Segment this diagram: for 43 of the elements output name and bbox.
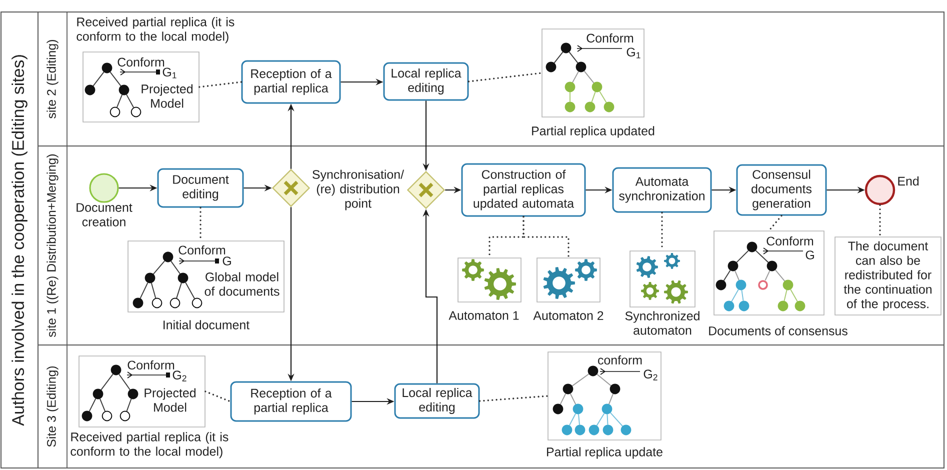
dotted-line: [468, 72, 542, 82]
node-label: Partial replica update: [547, 447, 662, 459]
task-box: Reception of a partial replica: [230, 381, 352, 422]
model-caption: Projected Model: [144, 388, 196, 412]
node-label: Automaton 2: [533, 311, 604, 320]
node-label: Partial replica updated: [532, 126, 654, 138]
conform-label: Conform: [586, 33, 634, 43]
gateway-label: Synchronisation/ (re) distribution point: [312, 170, 404, 210]
node-label: Received partial replica (it is conform to the local model): [70, 432, 228, 458]
model-caption: Projected Model: [142, 84, 192, 108]
model-label: G: [222, 256, 231, 266]
task-box: Construction of partial replicas updated automata: [461, 163, 586, 217]
task-box: Document editing: [157, 168, 244, 208]
conform-label: Conform: [128, 360, 174, 370]
task-box: Automata synchronization: [612, 167, 712, 213]
node-label: Automaton 1: [448, 311, 519, 320]
node-label: Initial document: [164, 320, 250, 330]
node-label: Synchronized automaton: [625, 311, 700, 335]
node-label: Documents of consensus: [709, 326, 848, 336]
model-label: G$_{1}$: [162, 68, 176, 78]
dotted-line: [478, 395, 548, 402]
model-label: G$_{1}$: [626, 48, 640, 58]
model-label: G$_{2}$: [644, 370, 658, 380]
task-box: Local replica editing: [383, 62, 469, 101]
dotted-line: [204, 390, 232, 402]
task-box: Reception of a partial replica: [241, 60, 341, 104]
conform-label: Conform: [766, 236, 814, 246]
conform-label: conform: [598, 355, 642, 365]
dotted-line: [879, 204, 881, 238]
model-caption: Global model of documents: [204, 272, 280, 296]
dotted-line: [768, 214, 782, 232]
annotation-box: The document can also be redistributed for the continuation of the process.: [834, 236, 942, 316]
model-label: G$_{2}$: [172, 370, 186, 382]
node-label: Received partial replica (it is conform to the local model): [76, 17, 234, 44]
conform-label: Conform: [118, 57, 164, 67]
model-label: G: [806, 250, 814, 260]
event-label: End: [898, 176, 919, 186]
dotted-line: [198, 81, 242, 88]
event-label: Document creation: [76, 203, 132, 226]
task-box: Consensul documents generation: [736, 164, 827, 216]
task-box: Local replica editing: [394, 383, 480, 419]
dotted-line: [522, 216, 570, 258]
conform-label: Conform: [178, 245, 226, 255]
